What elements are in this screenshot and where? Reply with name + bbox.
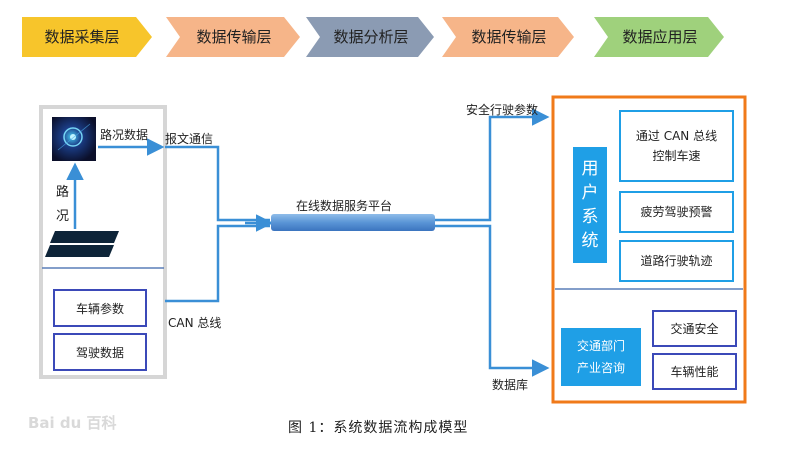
road-vertical-label-1: 路	[56, 185, 70, 200]
layer-chevron-application: 数据应用层	[594, 17, 724, 57]
vehicle-params-box: 车辆参数	[53, 289, 147, 327]
traffic-safety-box: 交通安全	[652, 310, 737, 347]
figure-caption: 图 1：系统数据流构成模型	[288, 420, 469, 436]
user-system-block: 用 户 系 统	[573, 147, 607, 263]
traffic-dept-line-2: 产业咨询	[576, 361, 625, 375]
fatigue-warning-box: 疲劳驾驶预警	[619, 191, 734, 233]
layer-chevron-transmission-2: 数据传输层	[442, 17, 574, 57]
layer-label: 数据传输层	[471, 28, 547, 46]
traffic-dept-block: 交通部门 产业咨询	[561, 328, 641, 386]
driving-data-label: 驾驶数据	[75, 345, 124, 360]
layer-chevron-analysis: 数据分析层	[306, 17, 434, 57]
layer-chevron-collection: 数据采集层	[22, 17, 152, 57]
trajectory-label: 道路行驶轨迹	[640, 254, 713, 268]
collection-frame	[39, 105, 167, 379]
road-vertical-label-2: 况	[56, 209, 70, 224]
database-label: 数据库	[492, 378, 529, 392]
road-icon	[50, 231, 119, 243]
driving-data-box: 驾驶数据	[53, 333, 147, 371]
traffic-safety-label: 交通安全	[670, 322, 719, 336]
layer-chevron-transmission-1: 数据传输层	[166, 17, 300, 57]
can-bus-label: CAN 总线	[168, 316, 222, 330]
message-comm-label: 报文通信	[165, 132, 214, 146]
platform-bar	[271, 214, 435, 231]
can-speed-line-1: 通过 CAN 总线	[635, 129, 718, 143]
user-system-char: 用	[581, 159, 599, 179]
trajectory-box: 道路行驶轨迹	[619, 240, 734, 282]
vehicle-perf-box: 车辆性能	[652, 353, 737, 390]
application-frame	[551, 95, 747, 404]
watermark-logo: Bai du 百科	[28, 414, 117, 432]
road-data-label: 路况数据	[100, 128, 149, 142]
user-system-char: 统	[581, 231, 599, 251]
layer-label: 数据分析层	[333, 28, 409, 46]
traffic-dept-line-1: 交通部门	[576, 339, 625, 353]
can-speed-box: 通过 CAN 总线 控制车速	[619, 110, 734, 182]
vehicle-params-label: 车辆参数	[75, 301, 124, 316]
layer-label: 数据应用层	[622, 28, 698, 46]
safety-params-label: 安全行驶参数	[466, 103, 539, 117]
vehicle-perf-label: 车辆性能	[670, 365, 719, 379]
fatigue-warning-label: 疲劳驾驶预警	[640, 205, 713, 219]
layer-label: 数据采集层	[44, 28, 120, 46]
can-speed-line-2: 控制车速	[652, 149, 701, 163]
layer-label: 数据传输层	[196, 28, 272, 46]
user-system-char: 户	[581, 183, 599, 203]
platform-label: 在线数据服务平台	[296, 199, 393, 213]
user-system-char: 系	[581, 207, 599, 227]
